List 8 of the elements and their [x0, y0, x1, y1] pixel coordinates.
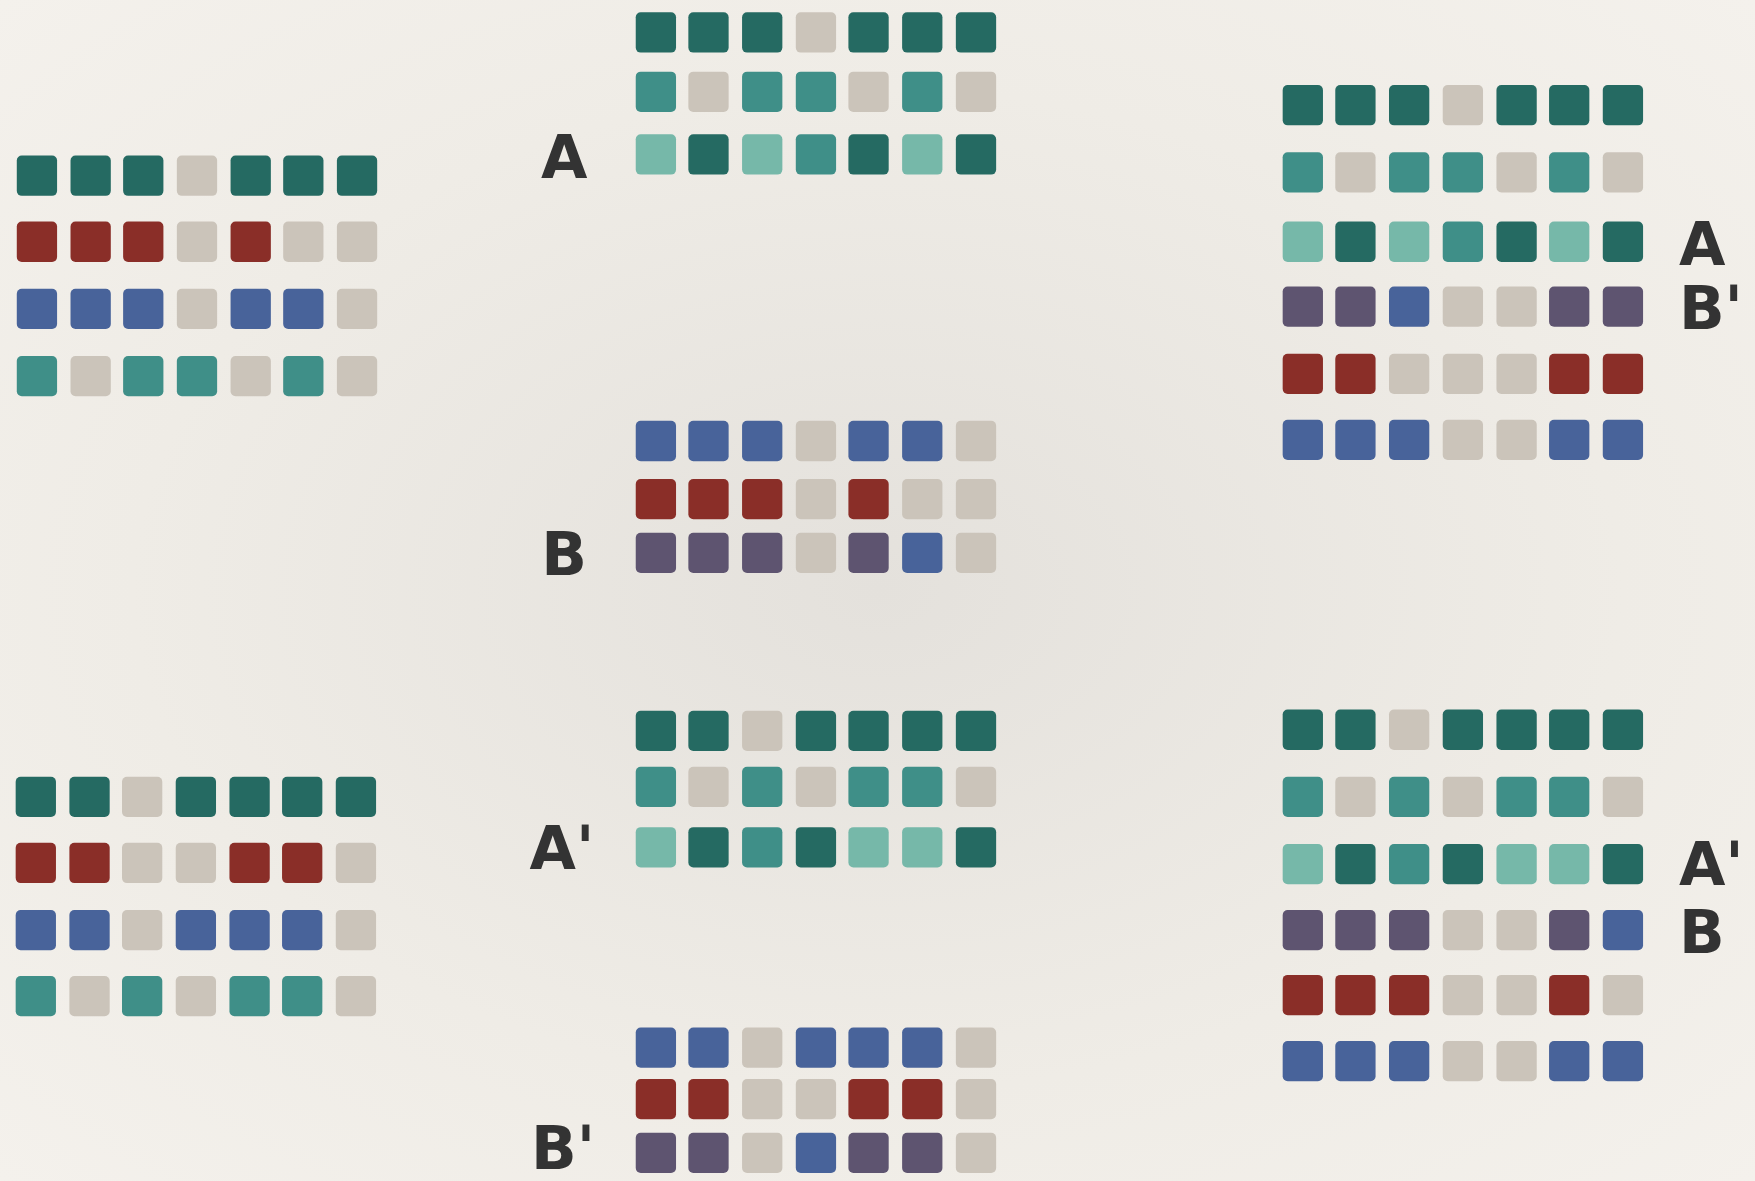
- row-group-label: B: [541, 524, 587, 585]
- row-group-label: A': [529, 818, 595, 879]
- row-group-label: A: [1678, 214, 1726, 274]
- row-group-label: B: [1678, 902, 1725, 963]
- row-group-label: B': [530, 1118, 596, 1179]
- row-group-label: B': [1678, 277, 1743, 338]
- row-group-label: A': [1678, 834, 1744, 895]
- row-group-label: A: [540, 126, 588, 187]
